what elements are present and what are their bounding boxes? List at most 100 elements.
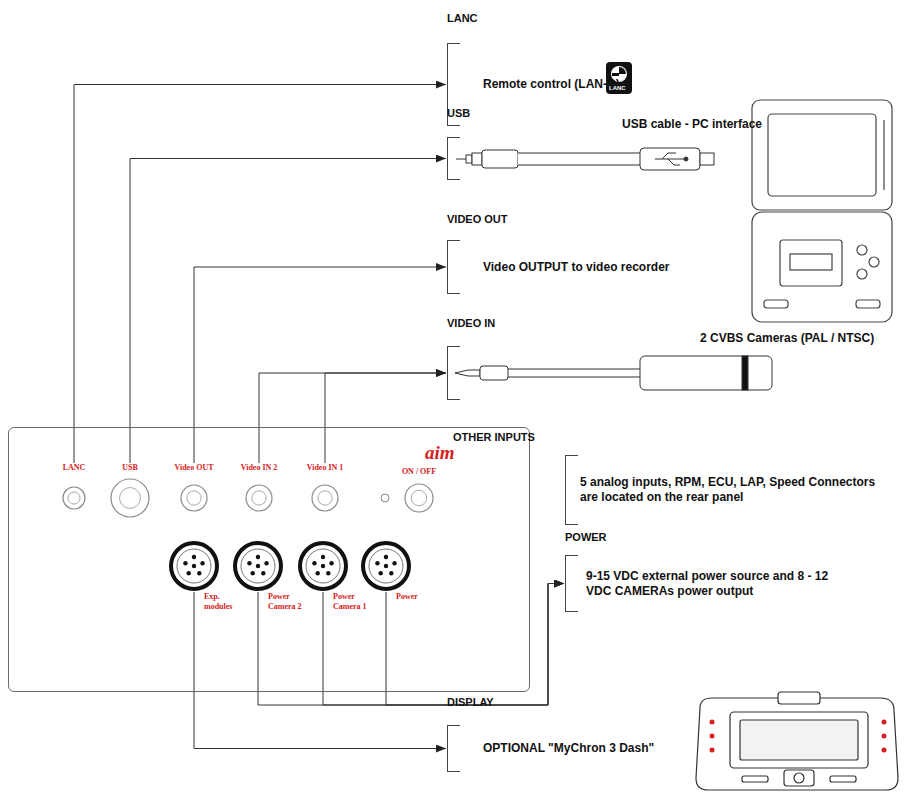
bracket-box: VIDEO OUT Video OUTPUT to video recorder [447, 213, 783, 294]
connector-symbol [297, 540, 349, 592]
socket-ring [246, 485, 272, 511]
bracket-tick [448, 125, 460, 126]
section-text: Remote control (LAN-C) [483, 71, 863, 98]
pin [384, 564, 388, 568]
pin [264, 561, 268, 565]
pin [321, 564, 325, 568]
bracket-tick [566, 611, 578, 612]
connector-line [258, 584, 564, 706]
connector-label: ON / OFF [402, 467, 436, 477]
bracket-tick [448, 725, 460, 726]
section-heading: USB [447, 107, 483, 120]
connector-line [194, 592, 446, 749]
pin [256, 555, 260, 559]
bracket-tick [448, 43, 460, 44]
annotation-label: 2 CVBS Cameras (PAL / NTSC) [700, 331, 874, 345]
socket-inner [120, 488, 141, 509]
pin [379, 571, 383, 575]
bracket-tick [448, 179, 460, 180]
pin [247, 561, 251, 565]
socket-ring [63, 487, 85, 509]
socket-ring [405, 484, 433, 512]
connector-label: USB [122, 463, 138, 473]
front-connector: Video IN 1 [307, 463, 344, 512]
bracket-box: USB [447, 107, 483, 180]
bracket-tick [448, 771, 460, 772]
panel-connector: Power Camera 2 [232, 540, 284, 592]
connector-symbol [360, 540, 412, 592]
pin [197, 571, 201, 575]
connector-line [386, 584, 564, 706]
pin [384, 555, 388, 559]
connector-face [241, 549, 275, 583]
connector-label: Video IN 1 [307, 463, 344, 473]
pin [392, 561, 396, 565]
device-panel: aimLANC USB Video OUT Video IN 2 Video IN 1 O… [8, 427, 530, 692]
mychron-dash [696, 692, 898, 790]
video-recorder [752, 100, 892, 322]
section-heading: OTHER INPUTS [453, 431, 880, 444]
bracket [447, 346, 495, 400]
socket-ring [111, 479, 149, 517]
bracket-tick [566, 455, 578, 456]
connector-ring [363, 543, 409, 589]
section-text: OPTIONAL "MyChron 3 Dash" [483, 735, 783, 762]
brand-logo: aim [425, 442, 455, 464]
bracket-tick [448, 137, 460, 138]
pin [261, 571, 265, 575]
bracket: Remote control (LAN-C) [447, 43, 863, 126]
bracket: 5 analog inputs, RPM, ECU, LAP, Speed Co… [565, 455, 880, 525]
socket-inner [68, 492, 80, 504]
section-heading: VIDEO OUT [447, 213, 783, 226]
pin [183, 561, 187, 565]
pin [200, 561, 204, 565]
annotation-label: USB cable - PC interface [622, 117, 762, 131]
connector-label: Power Camera 2 [268, 592, 312, 612]
socket-symbol [311, 484, 339, 512]
front-connector: USB [110, 463, 150, 518]
connector-face [369, 549, 403, 583]
socket-inner [252, 491, 266, 505]
section-heading: DISPLAY [447, 696, 783, 709]
connector-label: LANC [63, 463, 86, 473]
pin [192, 564, 196, 568]
connector-line [323, 584, 564, 706]
bracket-tick [448, 399, 460, 400]
section-heading: LANC [447, 12, 863, 25]
pin [187, 571, 191, 575]
connector-label: Power Camera 1 [333, 592, 377, 612]
bracket: Video OUTPUT to video recorder [447, 240, 783, 294]
connector-face [177, 549, 211, 583]
socket-symbol [62, 486, 86, 510]
pin [321, 555, 325, 559]
bracket-box: VIDEO IN [447, 317, 495, 400]
panel-connector: Power Camera 1 [297, 540, 349, 592]
pin [389, 571, 393, 575]
connector-label: Video IN 2 [241, 463, 278, 473]
bracket-tick [566, 524, 578, 525]
socket-ring [181, 485, 207, 511]
usb-cable [456, 148, 714, 170]
connector-face [306, 549, 340, 583]
pin [316, 571, 320, 575]
connector-line [74, 85, 446, 464]
pin [326, 571, 330, 575]
bracket-tick [448, 240, 460, 241]
front-connector: LANC [62, 463, 86, 510]
bracket-box: POWER9-15 VDC external power source and … [565, 531, 846, 612]
pin [251, 571, 255, 575]
connector-label: Exp. modules [204, 592, 248, 612]
section-text: 5 analog inputs, RPM, ECU, LAP, Speed Co… [580, 469, 880, 511]
section-text: Video OUTPUT to video recorder [483, 254, 783, 281]
front-connector: Video OUT [174, 463, 213, 512]
connector-ring [235, 543, 281, 589]
connector-line [259, 373, 446, 463]
section-heading: VIDEO IN [447, 317, 495, 330]
pin [256, 564, 260, 568]
bracket-tick [566, 555, 578, 556]
connector-label: Video OUT [174, 463, 213, 473]
front-connector: ON / OFF [402, 467, 436, 513]
connector-line [194, 267, 446, 463]
socket-inner [187, 491, 201, 505]
